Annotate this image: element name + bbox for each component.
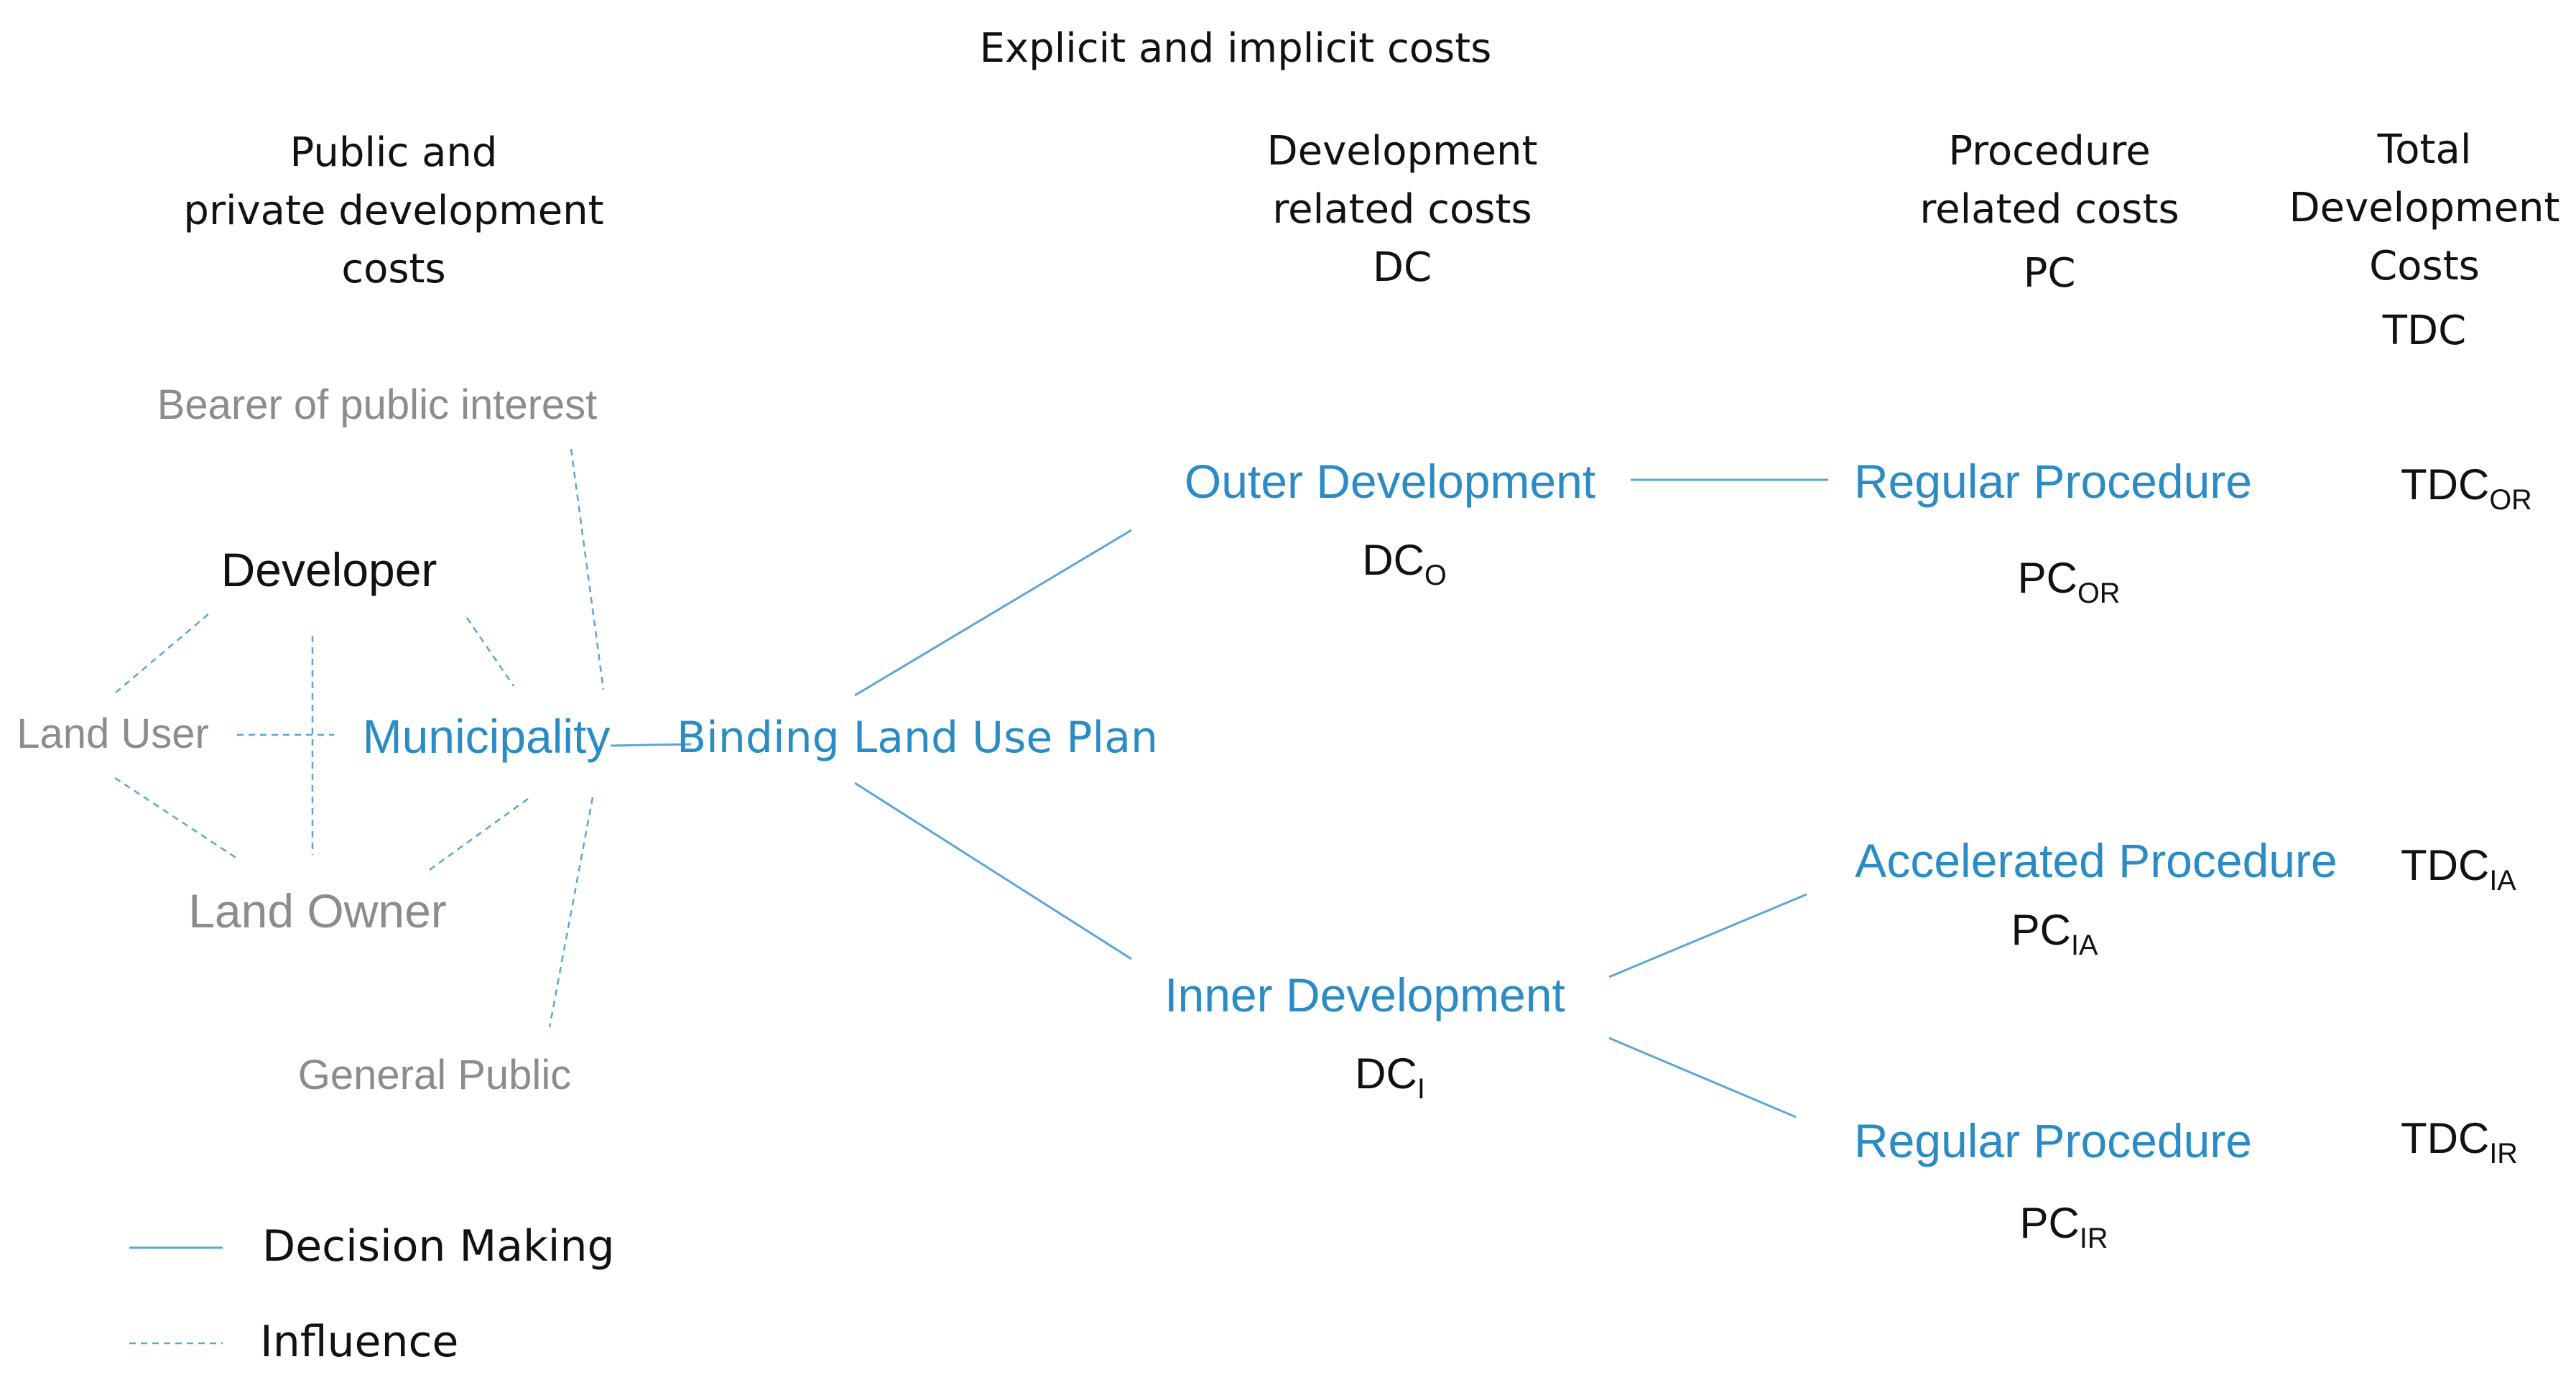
inner-regular-procedure: Regular Procedure	[1854, 1114, 2252, 1167]
outer-development-cost-sub: O	[1424, 559, 1447, 591]
tdc-outer-regular: TDCOR	[2401, 460, 2532, 514]
tdc-inner-regular-sub: IR	[2489, 1137, 2518, 1169]
decision-line-municipality-plan	[610, 743, 692, 747]
actor-general-public: General Public	[297, 1052, 572, 1098]
outer-regular-pc-sub: OR	[2077, 577, 2121, 609]
header-development-line-2: related costs	[1272, 186, 1532, 233]
actor-land-owner: Land Owner	[188, 884, 447, 937]
diagram-title: Explicit and implicit costs	[979, 25, 1492, 72]
header-public-private-line-3: costs	[341, 246, 446, 293]
decision-line-plan-inner	[854, 782, 1132, 960]
header-total-line-4: TDC	[2382, 307, 2467, 354]
tdc-inner-accelerated-sub: IA	[2489, 864, 2516, 896]
inner-accelerated-procedure: Accelerated Procedure	[1855, 834, 2338, 887]
actor-bearer-of-public-interest: Bearer of public interest	[157, 381, 598, 428]
header-procedure-line-3: PC	[2023, 250, 2076, 297]
inner-accelerated-procedure-cost: PCIA	[2011, 906, 2098, 960]
outer-development-cost: DCO	[1362, 536, 1446, 590]
influence-line-municipality-owner	[427, 797, 529, 873]
inner-development-cost-code: DC	[1355, 1050, 1417, 1098]
header-public-private: Public and private development costs	[183, 124, 603, 299]
influence-line-landuser-owner	[114, 777, 238, 860]
outer-regular-procedure-cost: PCOR	[2017, 554, 2121, 608]
header-development-line-3: DC	[1372, 244, 1432, 292]
header-procedure-line-2: related costs	[1919, 186, 2179, 233]
inner-development: Inner Development	[1164, 968, 1565, 1021]
influence-line-developer-landuser	[114, 613, 209, 694]
legend-decision-making: Decision Making	[262, 1221, 615, 1271]
outer-development-cost-code: DC	[1362, 536, 1424, 584]
header-total-line-2: Development	[2289, 185, 2560, 232]
header-procedure-line-1: Procedure	[1948, 128, 2151, 175]
inner-accelerated-pc-sub: IA	[2070, 929, 2098, 961]
header-development-line-1: Development	[1266, 128, 1538, 175]
header-total-line-1: Total	[2377, 126, 2472, 173]
actor-land-user: Land User	[17, 710, 209, 757]
inner-regular-pc-code: PC	[2019, 1199, 2080, 1247]
tdc-inner-regular: TDCIR	[2401, 1114, 2518, 1168]
tdc-outer-regular-sub: OR	[2489, 483, 2532, 516]
actor-municipality: Municipality	[362, 710, 611, 763]
header-development: Development related costs DC	[1267, 122, 1538, 297]
inner-accelerated-pc-code: PC	[2011, 906, 2071, 954]
outer-regular-procedure: Regular Procedure	[1854, 455, 2252, 508]
header-total-line-3: Costs	[2369, 243, 2480, 290]
outer-regular-pc-code: PC	[2017, 554, 2077, 602]
binding-land-use-plan: Binding Land Use Plan	[677, 713, 1158, 763]
legend-influence: Influence	[260, 1317, 459, 1367]
header-public-private-line-2: private development	[183, 187, 604, 235]
outer-development: Outer Development	[1184, 455, 1596, 508]
tdc-inner-accelerated-code: TDC	[2401, 841, 2490, 889]
actor-developer: Developer	[221, 543, 437, 596]
inner-development-cost: DCI	[1355, 1050, 1425, 1103]
inner-regular-procedure-cost: PCIR	[2019, 1199, 2108, 1253]
header-total: Total Development Costs TDC	[2289, 121, 2560, 366]
header-public-private-line-1: Public and	[289, 129, 498, 176]
tdc-inner-regular-code: TDC	[2401, 1114, 2490, 1162]
tdc-outer-regular-code: TDC	[2401, 460, 2490, 509]
inner-development-cost-sub: I	[1417, 1072, 1425, 1105]
influence-line-developer-municipality	[465, 617, 515, 687]
influence-line-general-public	[548, 797, 594, 1028]
header-procedure: Procedure related costs PC	[1919, 122, 2179, 309]
decision-line-plan-outer	[854, 529, 1132, 697]
inner-regular-pc-sub: IR	[2079, 1222, 2108, 1254]
decision-line-inner-regular	[1608, 1037, 1797, 1118]
tdc-inner-accelerated: TDCIA	[2401, 841, 2516, 895]
influence-line-bearer	[570, 448, 605, 690]
decision-line-inner-accelerated	[1608, 893, 1807, 978]
